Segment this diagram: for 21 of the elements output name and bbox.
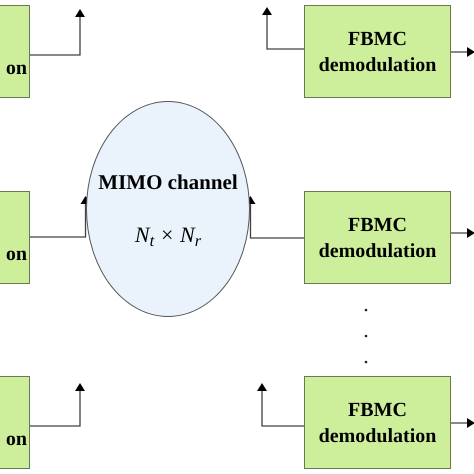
channel-label: MIMO channel: [98, 168, 238, 196]
box-label: FBMC demodulation: [318, 26, 438, 78]
dimension-formula: N$_{t}$ × N$_{r}$: [134, 221, 202, 252]
process-box: [0, 5, 30, 98]
process-box: [304, 191, 451, 284]
arrow: [30, 9, 85, 56]
arrow: [30, 383, 85, 427]
process-box: [0, 376, 30, 469]
arrow: [451, 228, 474, 238]
arrow: [257, 383, 304, 427]
arrow: [451, 47, 474, 57]
process-box: [304, 376, 451, 469]
box-label: on: [6, 56, 28, 80]
box-label: FBMC demodulation: [318, 212, 438, 264]
process-box: [0, 191, 30, 284]
box-label: on: [6, 242, 28, 266]
box-label: FBMC demodulation: [318, 398, 438, 448]
box-label: on: [6, 426, 28, 452]
arrow: [451, 418, 474, 428]
process-box: [304, 5, 451, 98]
arrow: [262, 7, 304, 50]
